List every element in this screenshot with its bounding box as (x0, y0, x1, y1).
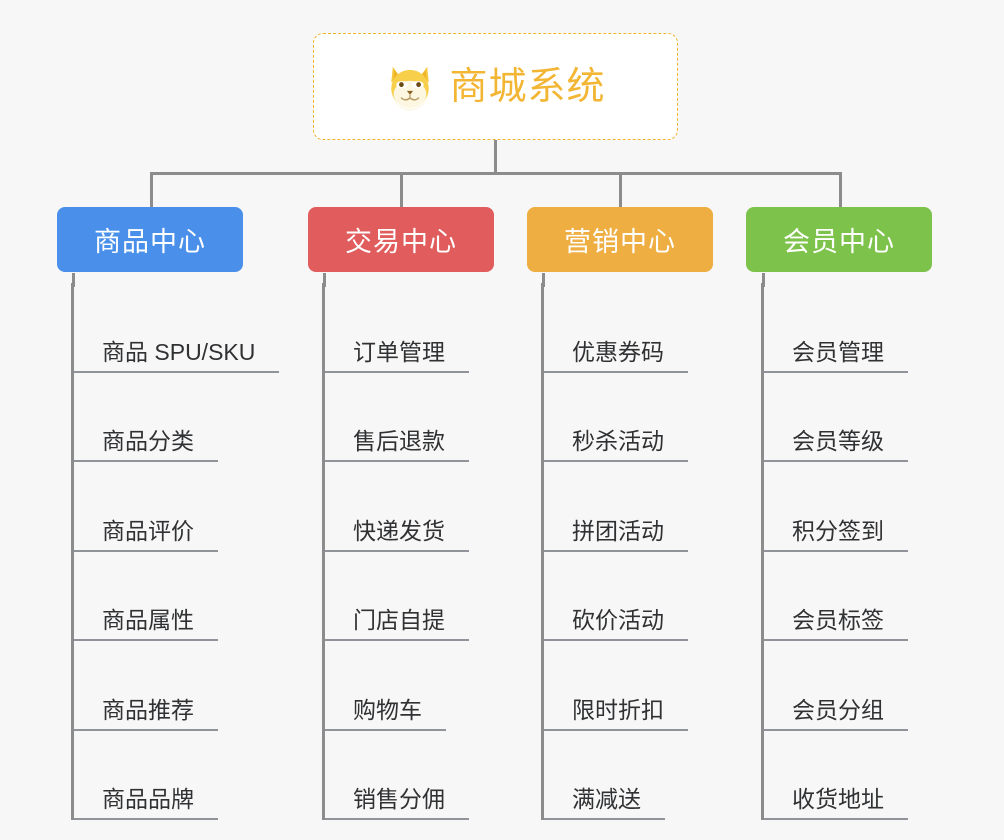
leaf-column-商品中心: 商品 SPU/SKU 商品分类 商品评价 商品属性 商品推荐 商品品牌 (71, 283, 301, 820)
leaf-item[interactable]: 会员标签 (764, 552, 991, 641)
leaf-label: 门店自提 (325, 607, 469, 641)
leaf-item[interactable]: 满减送 (544, 731, 771, 820)
leaf-label: 商品品牌 (74, 786, 218, 820)
category-header-会员中心[interactable]: 会员中心 (746, 207, 932, 272)
connector-stub-2 (323, 273, 326, 287)
leaf-item[interactable]: 门店自提 (325, 552, 552, 641)
connector-root-stem (494, 140, 497, 175)
leaf-item[interactable]: 会员管理 (764, 283, 991, 373)
connector-stub-1 (72, 273, 75, 287)
leaf-label: 满减送 (544, 786, 665, 820)
leaf-item[interactable]: 限时折扣 (544, 641, 771, 731)
leaf-label: 优惠券码 (544, 339, 688, 373)
category-label: 商品中心 (94, 227, 206, 257)
leaf-item[interactable]: 快递发货 (325, 462, 552, 552)
leaf-label: 商品推荐 (74, 697, 218, 731)
leaf-item[interactable]: 商品分类 (74, 373, 301, 462)
leaf-label: 积分签到 (764, 518, 908, 552)
leaf-item[interactable]: 销售分佣 (325, 731, 552, 820)
root-node[interactable]: 商城系统 (313, 33, 678, 140)
leaf-item[interactable]: 商品推荐 (74, 641, 301, 731)
root-title: 商城系统 (449, 65, 606, 108)
connector-stub-4 (762, 273, 765, 287)
connector-leg-4 (839, 172, 842, 208)
connector-leg-3 (619, 172, 622, 208)
leaf-item[interactable]: 积分签到 (764, 462, 991, 552)
category-header-商品中心[interactable]: 商品中心 (57, 207, 243, 272)
leaf-item[interactable]: 砍价活动 (544, 552, 771, 641)
category-label: 交易中心 (345, 227, 457, 257)
leaf-label: 会员管理 (764, 339, 908, 373)
leaf-label: 砍价活动 (544, 607, 688, 641)
leaf-label: 会员标签 (764, 607, 908, 641)
leaf-item[interactable]: 订单管理 (325, 283, 552, 373)
leaf-label: 商品分类 (74, 428, 218, 462)
category-header-营销中心[interactable]: 营销中心 (527, 207, 713, 272)
connector-leg-2 (400, 172, 403, 208)
leaf-label: 商品属性 (74, 607, 218, 641)
leaf-label: 会员分组 (764, 697, 908, 731)
leaf-label: 商品 SPU/SKU (74, 339, 280, 373)
leaf-label: 限时折扣 (544, 697, 688, 731)
leaf-item[interactable]: 收货地址 (764, 731, 991, 820)
leaf-column-会员中心: 会员管理 会员等级 积分签到 会员标签 会员分组 收货地址 (761, 283, 991, 820)
leaf-column-营销中心: 优惠券码 秒杀活动 拼团活动 砍价活动 限时折扣 满减送 (541, 283, 771, 820)
leaf-label: 售后退款 (325, 428, 469, 462)
connector-leg-1 (150, 172, 153, 208)
connector-trunk-horizontal (150, 172, 842, 175)
leaf-column-交易中心: 订单管理 售后退款 快递发货 门店自提 购物车 销售分佣 (322, 283, 552, 820)
leaf-item[interactable]: 优惠券码 (544, 283, 771, 373)
leaf-label: 收货地址 (764, 786, 908, 820)
leaf-label: 商品评价 (74, 518, 218, 552)
leaf-item[interactable]: 商品属性 (74, 552, 301, 641)
leaf-label: 秒杀活动 (544, 428, 688, 462)
category-label: 会员中心 (783, 227, 895, 257)
category-header-交易中心[interactable]: 交易中心 (308, 207, 494, 272)
shiba-dog-icon (391, 66, 430, 110)
leaf-item[interactable]: 商品 SPU/SKU (74, 283, 301, 373)
leaf-item[interactable]: 拼团活动 (544, 462, 771, 552)
leaf-item[interactable]: 购物车 (325, 641, 552, 731)
leaf-label: 订单管理 (325, 339, 469, 373)
leaf-label: 会员等级 (764, 428, 908, 462)
category-label: 营销中心 (564, 227, 676, 257)
leaf-item[interactable]: 秒杀活动 (544, 373, 771, 462)
leaf-label: 拼团活动 (544, 518, 688, 552)
leaf-item[interactable]: 售后退款 (325, 373, 552, 462)
leaf-label: 销售分佣 (325, 786, 469, 820)
leaf-item[interactable]: 商品品牌 (74, 731, 301, 820)
connector-stub-3 (542, 273, 545, 287)
leaf-item[interactable]: 商品评价 (74, 462, 301, 552)
leaf-label: 购物车 (325, 697, 446, 731)
leaf-label: 快递发货 (325, 518, 469, 552)
leaf-item[interactable]: 会员等级 (764, 373, 991, 462)
leaf-item[interactable]: 会员分组 (764, 641, 991, 731)
